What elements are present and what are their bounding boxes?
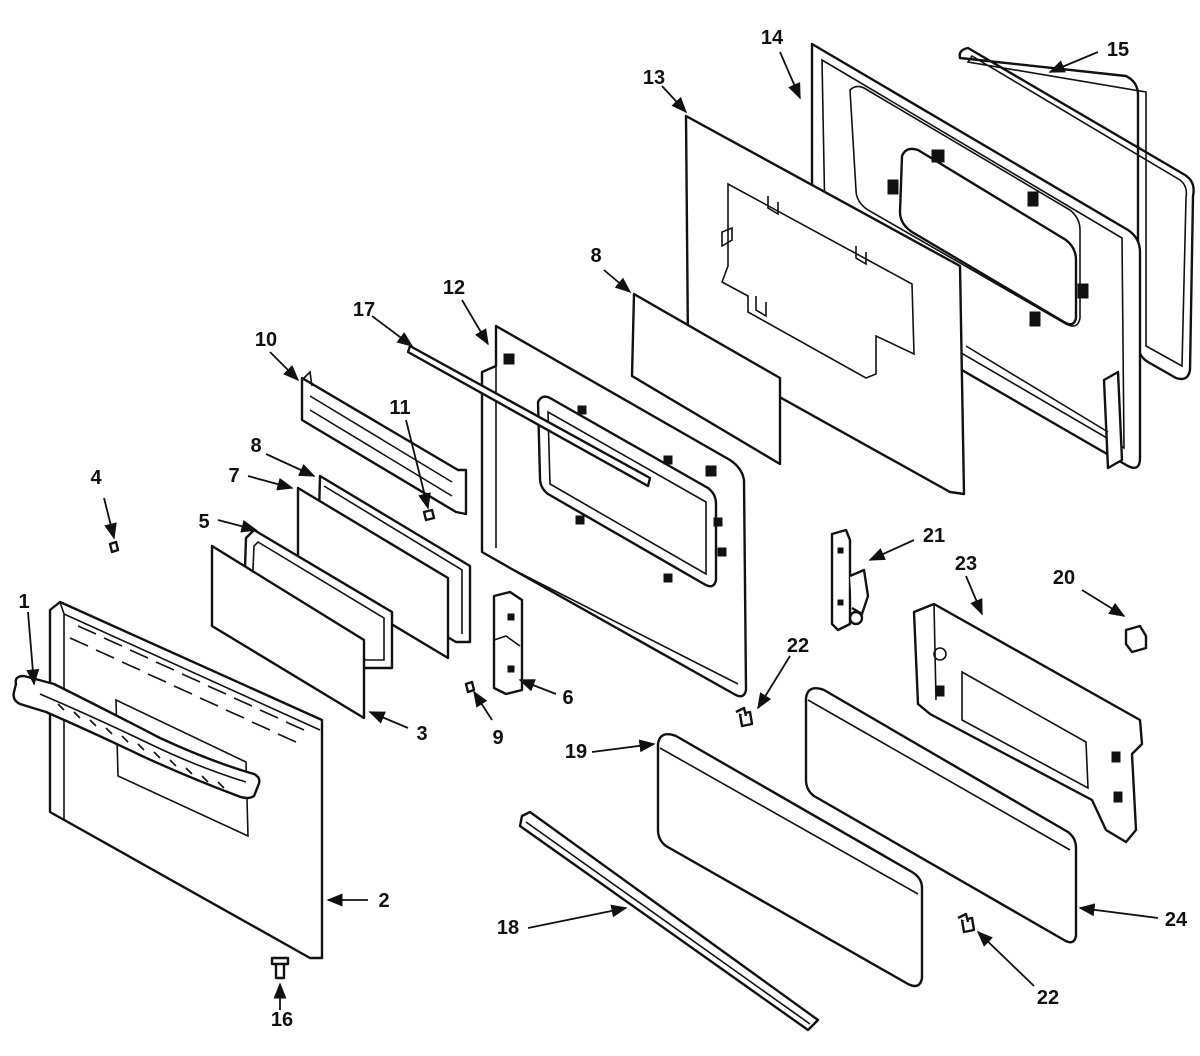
- callout-10: 10: [255, 329, 277, 351]
- callout-14: 14: [761, 27, 784, 49]
- part-drawer-hinge: [830, 528, 870, 632]
- part-drawer-trim-strip: [518, 810, 820, 1032]
- callout-23: 23: [955, 553, 977, 575]
- part-door-gasket: [958, 46, 1195, 381]
- leader-lines: [26, 51, 1159, 1010]
- part-door-handle: [12, 674, 261, 800]
- callout-18: 18: [497, 917, 519, 939]
- part-screw-22-lower: [957, 912, 976, 934]
- callout-21: 21: [923, 525, 945, 547]
- part-glass-pane-7: [296, 486, 450, 660]
- part-drawer-back-panel: [804, 687, 1078, 944]
- callout-labels: 1 2 3 4 5 6 7 8 8 9 10 11 12 13 14 15 16…: [18, 27, 1188, 1031]
- callout-12: 12: [443, 277, 465, 299]
- callout-6: 6: [562, 687, 573, 709]
- callout-3: 3: [416, 723, 427, 745]
- part-window-glass-upper: [630, 292, 782, 466]
- callout-22-lower: 22: [1037, 987, 1059, 1009]
- callout-1: 1: [18, 591, 29, 613]
- callout-17: 17: [353, 299, 375, 321]
- callout-11: 11: [389, 397, 410, 419]
- callout-9: 9: [492, 727, 503, 749]
- callout-8-lower: 8: [250, 435, 261, 457]
- callout-13: 13: [643, 67, 665, 89]
- callout-24: 24: [1165, 909, 1188, 931]
- part-outer-door-panel: [48, 600, 324, 960]
- callout-8-upper: 8: [590, 245, 601, 267]
- part-door-insulation-panel: [684, 114, 966, 496]
- callout-22-upper: 22: [787, 635, 809, 657]
- callout-2: 2: [378, 890, 389, 912]
- part-screw-4: [108, 540, 120, 554]
- part-drawer-frame: [912, 602, 1144, 844]
- callout-7: 7: [228, 465, 239, 487]
- callout-15: 15: [1107, 39, 1129, 61]
- part-hinge-receptacle: [492, 590, 524, 696]
- part-drawer-clip: [1124, 624, 1148, 654]
- part-screw-16: [270, 956, 290, 980]
- callout-20: 20: [1053, 567, 1075, 589]
- part-screw-22-upper: [735, 706, 754, 728]
- part-drawer-front: [656, 733, 924, 988]
- part-inner-door-panel: [480, 324, 748, 698]
- part-top-trim-channel: [300, 370, 468, 516]
- callout-4: 4: [90, 467, 102, 489]
- part-outer-glass-3: [210, 544, 366, 720]
- callout-19: 19: [565, 741, 587, 763]
- part-screw-11: [422, 508, 436, 522]
- part-door-rod: [406, 344, 652, 488]
- callout-16: 16: [271, 1009, 293, 1031]
- part-screw-9: [464, 680, 476, 694]
- callout-5: 5: [198, 511, 209, 533]
